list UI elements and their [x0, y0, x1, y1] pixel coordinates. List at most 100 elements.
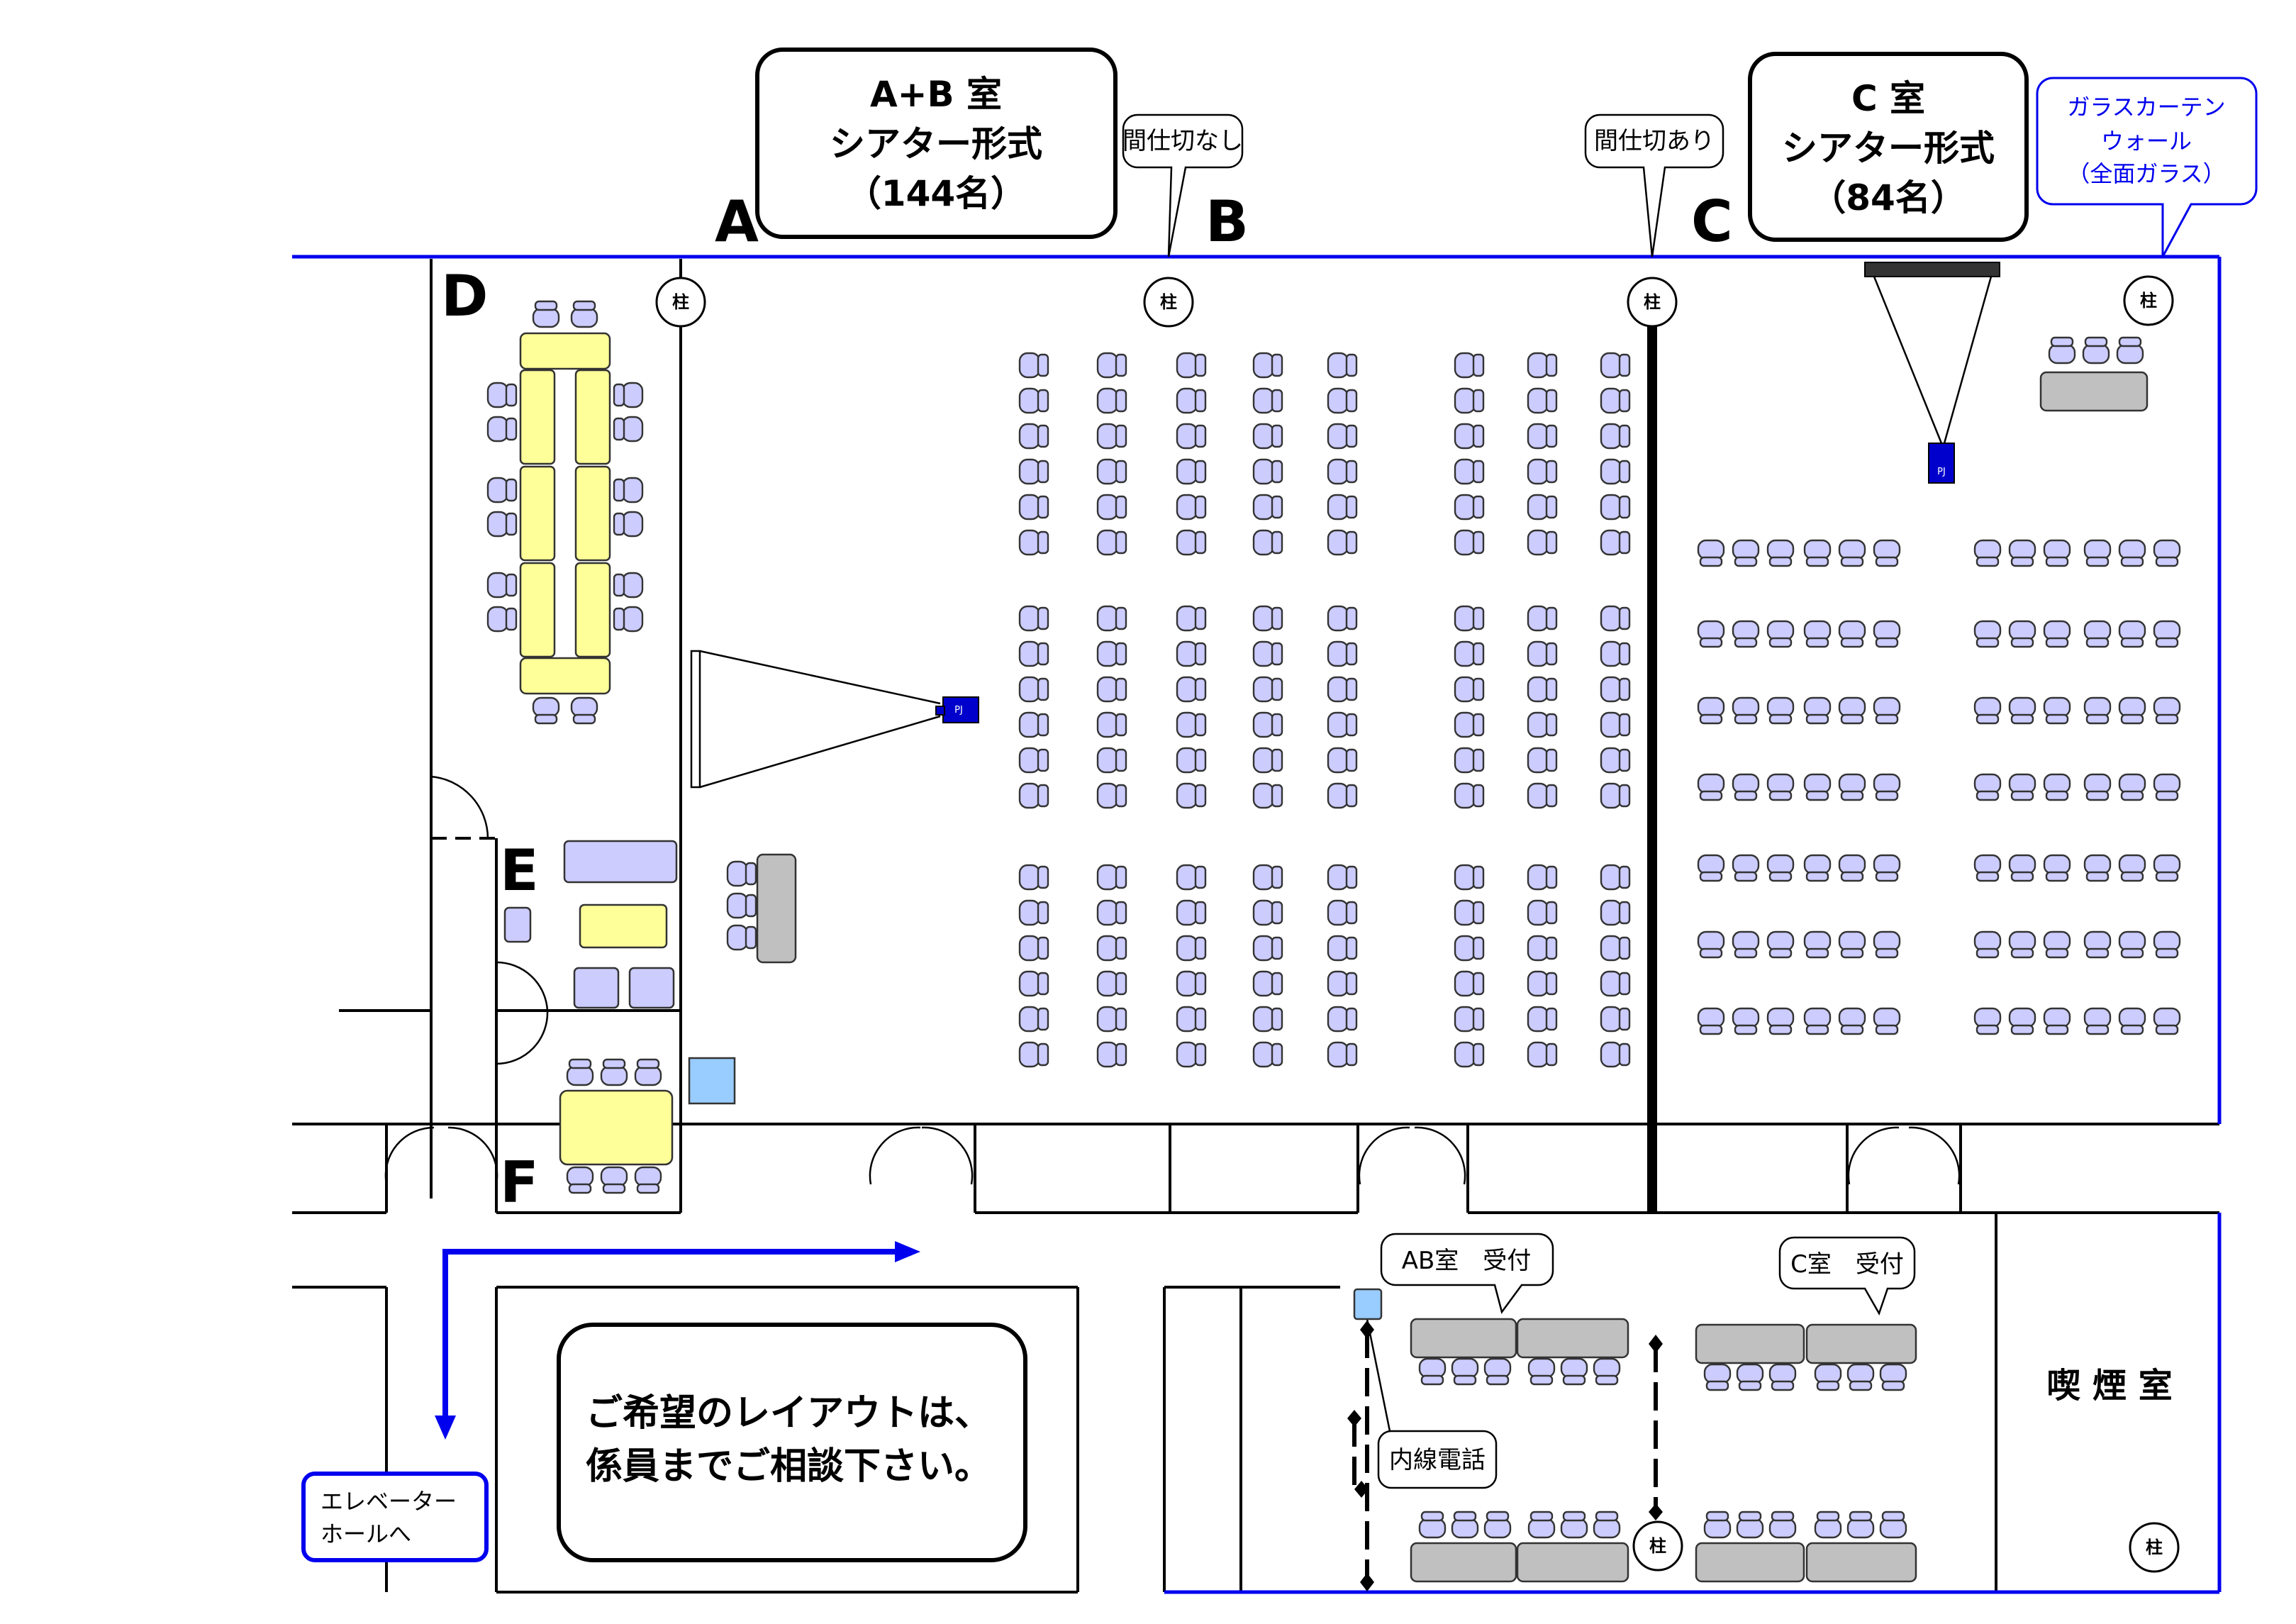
c-reception-text: C室 受付 [1790, 1250, 1904, 1279]
glass-wall [292, 255, 2222, 1594]
meeting-chair [566, 1166, 594, 1194]
theater-chair [1176, 640, 1207, 667]
theater-chair [2008, 1007, 2036, 1035]
reception-chair [1846, 1511, 1875, 1539]
reception-chair [1418, 1511, 1447, 1539]
theater-chair [1096, 864, 1127, 891]
callout-no-partition: 間仕切なし [1122, 113, 1244, 257]
theater-chair [1600, 1041, 1631, 1068]
theater-chair [2083, 773, 2112, 801]
theater-chair [1096, 935, 1127, 962]
c-lectern-table [2039, 371, 2149, 412]
theater-chair [2008, 773, 2036, 801]
theater-chair [1873, 1007, 1901, 1035]
reception-chair [1703, 1511, 1732, 1539]
theater-chair [1454, 352, 1485, 379]
theater-chair [1252, 1006, 1283, 1033]
reception-chair [1814, 1511, 1842, 1539]
theater-chair [1838, 773, 1866, 801]
theater-chair [1018, 640, 1049, 667]
lectern-chair [2082, 336, 2110, 365]
theater-chair [1732, 696, 1760, 725]
theater-chair [1018, 970, 1049, 997]
theater-chair [1766, 854, 1795, 882]
theater-chair [2118, 773, 2146, 801]
theater-chair [1454, 423, 1485, 450]
movable-partition [1647, 326, 1657, 1213]
meeting-chair [486, 382, 518, 408]
theater-chair [1454, 1041, 1485, 1068]
callout-with-partition-text: 間仕切あり [1594, 127, 1715, 155]
glass-wall-text: （全面ガラス） [2067, 160, 2225, 187]
theater-chair [1176, 1006, 1207, 1033]
theater-chair [2043, 854, 2071, 882]
meeting-chair [532, 696, 560, 725]
theater-chair [2043, 620, 2071, 648]
reception-chair [1814, 1363, 1842, 1391]
reception-chair [1879, 1363, 1907, 1391]
theater-chair [1176, 782, 1207, 809]
theater-chair [1454, 640, 1485, 667]
theater-chair [1527, 352, 1558, 379]
callout-extension-phone: 内線電話 [1366, 1318, 1498, 1489]
meeting-chair [600, 1166, 628, 1194]
theater-chair [1803, 930, 1832, 959]
pillar-label: 柱 [1649, 1536, 1666, 1556]
theater-chair [1176, 864, 1207, 891]
ab-theater-seating [1018, 352, 1631, 1068]
theater-chair [2083, 930, 2112, 959]
theater-chair [1600, 458, 1631, 485]
theater-chair [1803, 1007, 1832, 1035]
theater-chair [1454, 899, 1485, 926]
theater-chair [1527, 782, 1558, 809]
theater-chair [1454, 970, 1485, 997]
meeting-chair [486, 477, 518, 504]
theater-chair [1176, 605, 1207, 632]
theater-chair [1096, 640, 1127, 667]
theater-chair [1527, 899, 1558, 926]
theater-chair [1873, 854, 1901, 882]
theater-chair [1697, 854, 1725, 882]
theater-chair [2153, 620, 2181, 648]
ab-reception-text: AB室 受付 [1402, 1247, 1532, 1275]
theater-chair [2083, 1007, 2112, 1035]
theater-chair [2043, 1007, 2071, 1035]
theater-chair [1973, 773, 2002, 801]
theater-chair [1252, 423, 1283, 450]
theater-chair [1838, 539, 1866, 567]
theater-chair [1527, 640, 1558, 667]
theater-chair [1252, 1041, 1283, 1068]
notice-line: 係員までご相談下さい。 [586, 1445, 991, 1488]
theater-chair [1732, 539, 1760, 567]
theater-chair [1454, 711, 1485, 738]
stanchion-posts [1347, 1320, 1663, 1591]
theater-chair [1600, 1006, 1631, 1033]
theater-chair [1873, 696, 1901, 725]
theater-chair [2153, 1007, 2181, 1035]
theater-chair [1018, 387, 1049, 414]
lectern-chair [726, 924, 757, 951]
theater-chair [1018, 423, 1049, 450]
theater-chair [2118, 620, 2146, 648]
theater-chair [1096, 529, 1127, 556]
theater-chair [2043, 930, 2071, 959]
theater-chair [1600, 747, 1631, 774]
theater-chair [1697, 930, 1725, 959]
theater-chair [1327, 676, 1358, 703]
theater-chair [1873, 930, 1901, 959]
theater-chair [1600, 782, 1631, 809]
theater-chair [1454, 935, 1485, 962]
theater-chair [1327, 529, 1358, 556]
theater-chair [1454, 494, 1485, 521]
c-projector: PJ [1928, 443, 1955, 484]
theater-chair [1600, 640, 1631, 667]
theater-chair [1327, 935, 1358, 962]
theater-chair [1252, 864, 1283, 891]
layout-notice: ご希望のレイアウトは、 係員までご相談下さい。 [557, 1323, 1027, 1562]
projector-label: PJ [1937, 467, 1946, 477]
theater-chair [1803, 854, 1832, 882]
theater-chair [1803, 539, 1832, 567]
ab-screen [690, 650, 941, 789]
theater-chair [1096, 711, 1127, 738]
theater-chair [1527, 529, 1558, 556]
